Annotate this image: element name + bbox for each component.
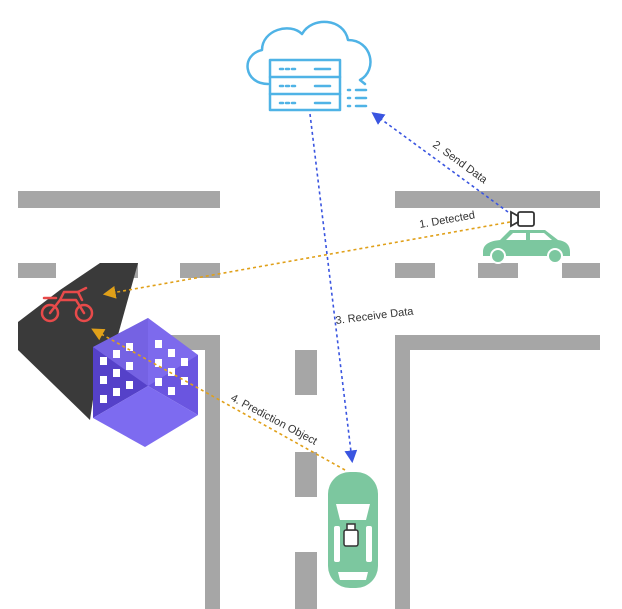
lane-dash-vertical [295,350,317,395]
camera-icon [510,210,535,228]
road-bottom-right-v [395,335,410,609]
lane-dash [180,263,220,278]
motorbike-icon [40,286,94,323]
lane-dash-vertical [295,452,317,497]
road-top-right [395,191,600,208]
arrow-detected [102,221,511,299]
lane-dash [562,263,600,278]
arrow-receive-data [309,113,358,464]
cloud-server-icon [246,20,372,112]
label-send-data: 2. Send Data [430,139,490,187]
arrow-send-data [371,112,509,213]
lane-dash [18,263,56,278]
building-icon [93,318,198,447]
label-receive-data: 3. Receive Data [335,305,415,327]
lane-dash-vertical [295,552,317,609]
lane-dash [478,263,518,278]
road-bottom-left-v [205,335,220,609]
road-bottom-right-h [395,335,600,350]
car-icon [328,472,378,588]
occlusion-shadow [18,263,138,335]
road-top-left [18,191,220,208]
label-detected: 1. Detected [418,209,475,231]
lane-dash [395,263,435,278]
label-prediction-object: 4. Prediction Object [229,392,319,448]
car-icon [483,230,570,264]
